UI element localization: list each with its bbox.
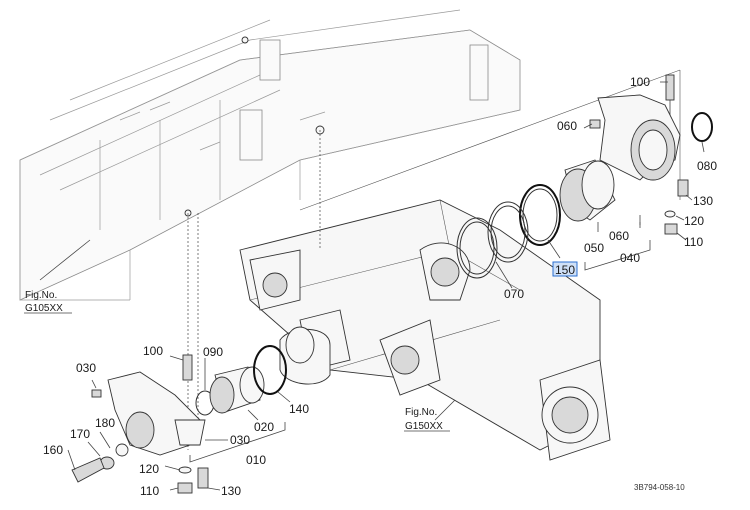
grease-nipple-030 [91, 389, 102, 398]
fig-ref-frame-label: Fig.No. [25, 290, 57, 301]
highlight-box [552, 261, 578, 277]
callout-010: 010 [246, 453, 266, 467]
callout-180: 180 [95, 416, 115, 430]
callout-120-top: 120 [684, 214, 704, 228]
callout-100-top: 100 [630, 75, 650, 89]
callout-070: 070 [504, 287, 524, 301]
callout-050: 050 [584, 241, 604, 255]
bolt-100-left [182, 354, 193, 381]
callout-100-left: 100 [143, 344, 163, 358]
callout-150-highlight[interactable]: 150 [552, 261, 578, 277]
fig-ref-frame-code[interactable]: G105XX [25, 303, 63, 314]
ring-140 [253, 345, 287, 395]
washer-120-bottom [178, 466, 192, 474]
front-axle-housing [239, 199, 611, 461]
bolt-130-top [677, 179, 689, 197]
callout-060-top: 060 [557, 119, 577, 133]
callout-110-bottom: 110 [140, 484, 159, 498]
callout-150[interactable]: 150 [555, 263, 575, 277]
right-bracket-group [456, 74, 713, 279]
callout-090: 090 [203, 345, 223, 359]
nut-110-bottom [177, 482, 193, 494]
o-ring-080 [691, 112, 713, 142]
bolt-100-top [665, 74, 675, 101]
callout-040: 040 [620, 251, 640, 265]
drawing-number: 3B794-058-10 [634, 483, 685, 492]
bolt-130-bottom [197, 467, 209, 489]
nut-110-top [664, 223, 678, 235]
washer-120-top [664, 210, 676, 218]
callout-030-left: 030 [76, 361, 96, 375]
fig-ref-axle-code[interactable]: G150XX [405, 421, 443, 432]
fig-ref-frame[interactable]: Fig.No. G105XX [24, 290, 72, 314]
callout-130-top: 130 [693, 194, 713, 208]
grease-nipple-060-top [589, 119, 601, 129]
callout-labels: 100 060 080 130 120 110 060 050 040 150 … [43, 75, 717, 498]
callout-140: 140 [289, 402, 309, 416]
bolt-160 [71, 457, 105, 483]
fig-ref-axle[interactable]: Fig.No. G150XX [404, 407, 450, 432]
callout-080: 080 [697, 159, 717, 173]
callout-030-bottom: 030 [230, 433, 250, 447]
leader-lines [39, 81, 705, 491]
ring-150 [519, 184, 561, 246]
shim-070-a [487, 201, 529, 263]
shim-070-b [456, 217, 498, 279]
callout-020: 020 [254, 420, 274, 434]
left-bracket-group [71, 345, 287, 494]
callout-160: 160 [43, 443, 63, 457]
fig-ref-axle-label: Fig.No. [405, 407, 437, 418]
frame-assembly [19, 9, 521, 301]
callout-170: 170 [70, 427, 90, 441]
washer-180 [115, 443, 129, 457]
callout-110-top: 110 [684, 235, 703, 249]
callout-120-bottom: 120 [139, 462, 159, 476]
callout-060-mid: 060 [609, 229, 629, 243]
callout-130-bottom: 130 [221, 484, 241, 498]
